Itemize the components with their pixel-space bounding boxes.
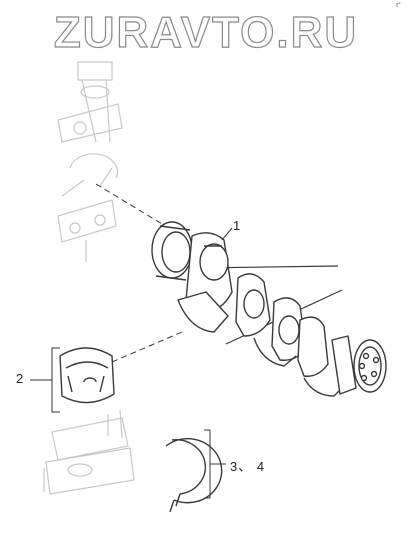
callout-tick-1 <box>221 227 233 241</box>
callout-label-2: 2 <box>16 371 24 386</box>
leader-line-lower <box>111 331 183 363</box>
watermark-text: ZURAVTO.RU <box>54 8 358 57</box>
callout-label-3-4: 3、 4 <box>230 459 266 474</box>
leader-line-upper <box>95 183 173 231</box>
callout-bracket-2 <box>51 347 60 413</box>
thrust-washers <box>165 437 223 513</box>
main-bearing-shell <box>59 347 115 404</box>
faded-cap-group <box>43 409 135 495</box>
crankshaft <box>151 221 387 397</box>
callout-label-1: 1 <box>233 218 241 233</box>
faded-connecting-rod-group <box>57 61 123 262</box>
corner-mark: r' <box>396 1 401 9</box>
